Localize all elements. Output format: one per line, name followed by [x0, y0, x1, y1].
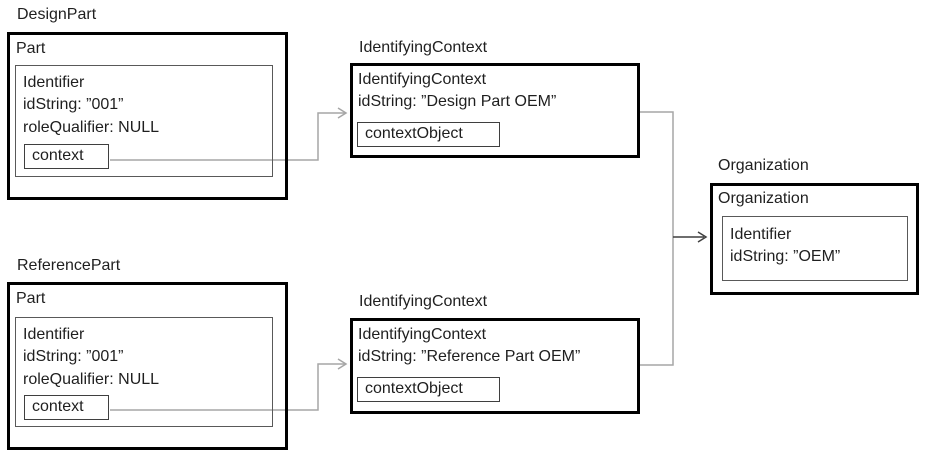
reference-part-idstring: idString: ”001”: [23, 348, 124, 365]
reference-identifying-context-title: IdentifyingContext: [358, 326, 487, 343]
organization-idstring: idString: ”OEM”: [730, 248, 841, 265]
organization-label: Organization: [718, 157, 809, 174]
arrowhead-organization-icon: [697, 231, 708, 243]
organization-title: Organization: [718, 190, 809, 207]
organization-identifier-title: Identifier: [730, 226, 792, 243]
design-part-context-field: context: [24, 144, 109, 169]
connector-contextobject-bus: [640, 111, 674, 366]
design-part-identifier-compartment: Identifier idString: ”001” roleQualifier…: [15, 65, 273, 177]
reference-identifying-context-box: IdentifyingContext idString: ”Reference …: [350, 318, 640, 414]
design-part-identifier-title: Identifier: [23, 74, 85, 91]
reference-identifying-context-label: IdentifyingContext: [359, 293, 488, 310]
reference-part-label: ReferencePart: [17, 257, 121, 274]
reference-part-identifier-compartment: Identifier idString: ”001” roleQualifier…: [15, 317, 273, 427]
design-identifying-context-box: IdentifyingContext idString: ”Design Par…: [350, 63, 640, 158]
organization-identifier-compartment: Identifier idString: ”OEM”: [722, 216, 908, 281]
reference-part-title: Part: [16, 290, 46, 307]
reference-part-rolequalifier: roleQualifier: NULL: [23, 371, 160, 388]
reference-part-box: Part Identifier idString: ”001” roleQual…: [7, 282, 288, 450]
reference-identifying-context-idstring: idString: ”Reference Part OEM”: [358, 348, 581, 365]
reference-part-identifier-title: Identifier: [23, 326, 85, 343]
arrowhead-design-context-icon: [337, 107, 348, 119]
design-identifying-context-title: IdentifyingContext: [358, 71, 487, 88]
reference-part-context-field: context: [24, 395, 109, 420]
design-part-box: Part Identifier idString: ”001” roleQual…: [7, 32, 288, 200]
connector-reference-context: [110, 363, 345, 411]
design-part-idstring: idString: ”001”: [23, 96, 124, 113]
design-part-label: DesignPart: [17, 6, 97, 23]
design-identifying-context-contextobject-field: contextObject: [357, 122, 500, 147]
design-identifying-context-label: IdentifyingContext: [359, 39, 488, 56]
reference-identifying-context-contextobject-field: contextObject: [357, 377, 500, 402]
connector-design-context: [110, 112, 345, 161]
design-part-rolequalifier: roleQualifier: NULL: [23, 119, 160, 136]
organization-box: Organization Identifier idString: ”OEM”: [710, 183, 919, 295]
design-part-title: Part: [16, 40, 46, 57]
arrowhead-reference-context-icon: [337, 358, 348, 370]
design-identifying-context-idstring: idString: ”Design Part OEM”: [358, 93, 557, 110]
